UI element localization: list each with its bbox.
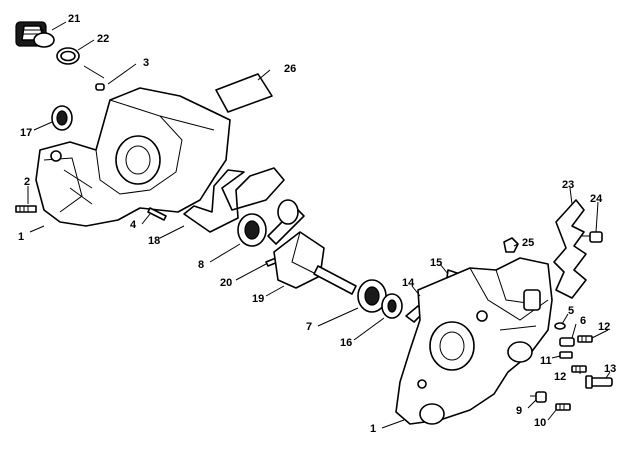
callout-26: 26 — [284, 63, 296, 75]
callout-5: 5 — [568, 305, 574, 317]
part-8-bearing — [237, 213, 267, 247]
callout-12-top: 12 — [598, 321, 610, 333]
part-23-catcher — [553, 199, 587, 299]
callout-3: 3 — [143, 57, 149, 69]
part-12-stud-top — [577, 335, 593, 343]
callout-14: 14 — [402, 277, 415, 289]
callout-10: 10 — [534, 417, 546, 429]
callout-19: 19 — [252, 293, 264, 305]
part-11-pin — [559, 351, 573, 359]
callout-labels: 21 22 3 26 17 2 1 4 18 8 20 19 7 16 14 1… — [18, 13, 616, 435]
left-crankcase-housing — [35, 87, 231, 227]
part-10-stud — [555, 403, 571, 411]
part-17-seal — [51, 105, 73, 131]
part-5-washer — [554, 322, 566, 330]
callout-24: 24 — [590, 193, 603, 205]
part-18-gasket — [183, 167, 285, 233]
part-13-bolt — [585, 375, 613, 389]
callout-25: 25 — [522, 237, 534, 249]
callout-22: 22 — [97, 33, 109, 45]
part-12-stud-bottom — [571, 365, 587, 373]
callout-15: 15 — [430, 257, 442, 269]
part-19-crankshaft — [267, 199, 357, 295]
part-6-sleeve — [559, 337, 575, 347]
callout-1-right: 1 — [370, 423, 376, 435]
callout-6: 6 — [580, 315, 586, 327]
part-16-seal — [381, 293, 403, 319]
right-crankcase-housing — [395, 257, 553, 425]
callout-21: 21 — [68, 13, 80, 25]
callout-8: 8 — [198, 259, 204, 271]
callout-1-left: 1 — [18, 231, 24, 243]
part-4-pin — [147, 207, 167, 221]
part-7-bearing — [357, 279, 387, 313]
part-21-component — [15, 21, 55, 48]
callout-12-bottom: 12 — [554, 371, 566, 383]
callout-4: 4 — [130, 219, 137, 231]
callout-7: 7 — [306, 321, 312, 333]
part-9-screw — [530, 391, 547, 403]
callout-9: 9 — [516, 405, 522, 417]
part-25-nut — [503, 237, 519, 253]
callout-18: 18 — [148, 235, 160, 247]
callout-23: 23 — [562, 179, 574, 191]
callout-11: 11 — [540, 355, 552, 367]
part-22-oring — [56, 47, 80, 65]
part-3-screw — [83, 65, 105, 91]
part-26-plate — [215, 73, 273, 113]
part-24-screw — [582, 231, 603, 243]
leader-lines — [27, 21, 611, 429]
callout-17: 17 — [20, 127, 32, 139]
callout-2: 2 — [24, 176, 30, 188]
callout-13: 13 — [604, 363, 616, 375]
callout-16: 16 — [340, 337, 352, 349]
callout-20: 20 — [220, 277, 232, 289]
part-2-stud — [15, 205, 37, 213]
